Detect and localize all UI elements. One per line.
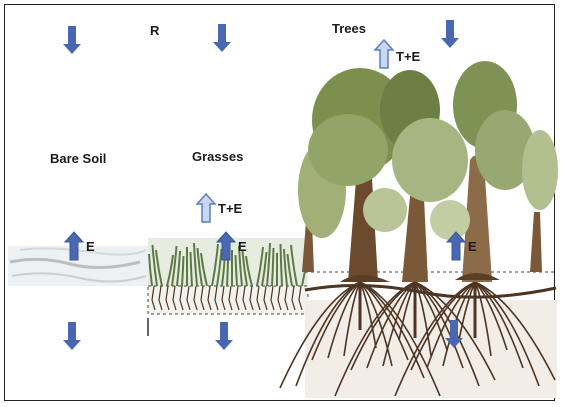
arrow-up-icon <box>197 194 215 222</box>
arrow-down-icon <box>215 322 233 350</box>
trees-label: Trees <box>332 22 366 35</box>
tree-transpiration-label: T+E <box>396 50 420 63</box>
arrow-up-icon <box>375 40 393 68</box>
arrow-down-icon <box>63 322 81 350</box>
arrow-down-icon <box>441 20 459 48</box>
grass-transpiration-label: T+E <box>218 202 242 215</box>
soil-evaporation-label: E <box>86 240 95 253</box>
tree-canopies <box>298 61 558 240</box>
arrow-down-icon <box>213 24 231 52</box>
arrow-down-icon <box>63 26 81 54</box>
grass-evaporation-label: E <box>238 240 247 253</box>
grasses-label: Grasses <box>192 150 243 163</box>
precipitation-label: R <box>150 24 159 37</box>
bare-soil-label: Bare Soil <box>50 152 106 165</box>
tree-evaporation-label: E <box>468 240 477 253</box>
